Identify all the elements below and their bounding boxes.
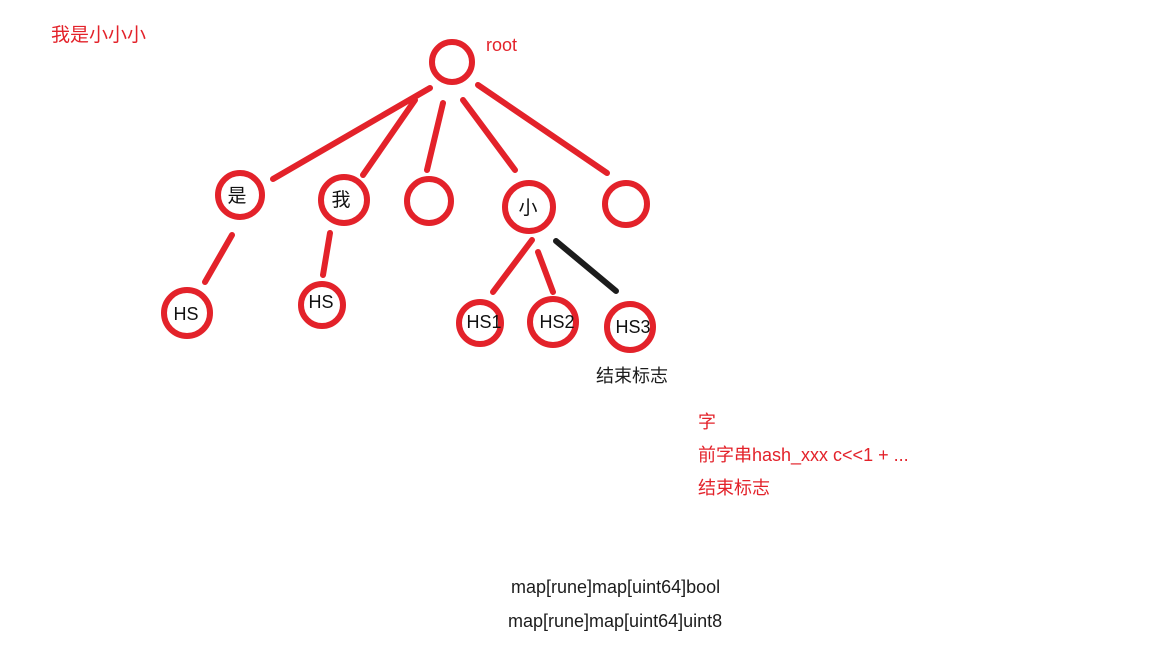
node-xiao xyxy=(502,180,556,234)
node-empty-right xyxy=(602,180,650,228)
node-wo-label: 我 xyxy=(331,189,350,211)
node-hs3-label: HS3 xyxy=(615,317,650,337)
node-empty-mid xyxy=(404,176,454,226)
node-root xyxy=(429,39,475,85)
note-end-flag: 结束标志 xyxy=(698,478,770,498)
note-char: 字 xyxy=(698,412,716,432)
note-hash: 前字串hash_xxx c<<1 + ... xyxy=(698,445,909,465)
edge-root-to-empty2 xyxy=(475,82,610,176)
root-label: root xyxy=(486,35,518,55)
node-xiao-label: 小 xyxy=(518,197,537,219)
node-wo xyxy=(318,174,370,226)
node-hs3 xyxy=(604,301,656,353)
edge-root-to-empty1 xyxy=(424,100,446,173)
node-hs2 xyxy=(527,296,579,348)
node-hs-left xyxy=(161,287,213,339)
edge-xiao-to-hs3-black xyxy=(553,238,619,294)
node-hs2-label: HS2 xyxy=(539,312,574,332)
end-flag-annotation: 结束标志 xyxy=(596,366,668,386)
edge-wo-to-hs xyxy=(320,230,333,278)
edge-shi-to-hs xyxy=(202,232,235,285)
node-hs1 xyxy=(456,299,504,347)
edge-xiao-to-hs2 xyxy=(535,249,556,295)
node-hs-mid xyxy=(298,281,346,329)
node-shi-label: 是 xyxy=(227,186,246,207)
node-hs-left-label: HS xyxy=(173,304,198,324)
edge-xiao-to-hs1 xyxy=(490,237,535,295)
node-shi xyxy=(215,170,265,220)
title-text: 我是小小小 xyxy=(51,25,147,46)
edge-root-to-xiao xyxy=(460,97,518,173)
code-line-bool: map[rune]map[uint64]bool xyxy=(511,577,721,597)
edge-root-to-wo xyxy=(360,97,418,178)
edge-root-to-shi xyxy=(270,85,433,182)
node-hs-mid-label: HS xyxy=(308,292,333,312)
node-hs1-label: HS1 xyxy=(466,312,501,332)
code-line-uint8: map[rune]map[uint64]uint8 xyxy=(508,611,723,631)
